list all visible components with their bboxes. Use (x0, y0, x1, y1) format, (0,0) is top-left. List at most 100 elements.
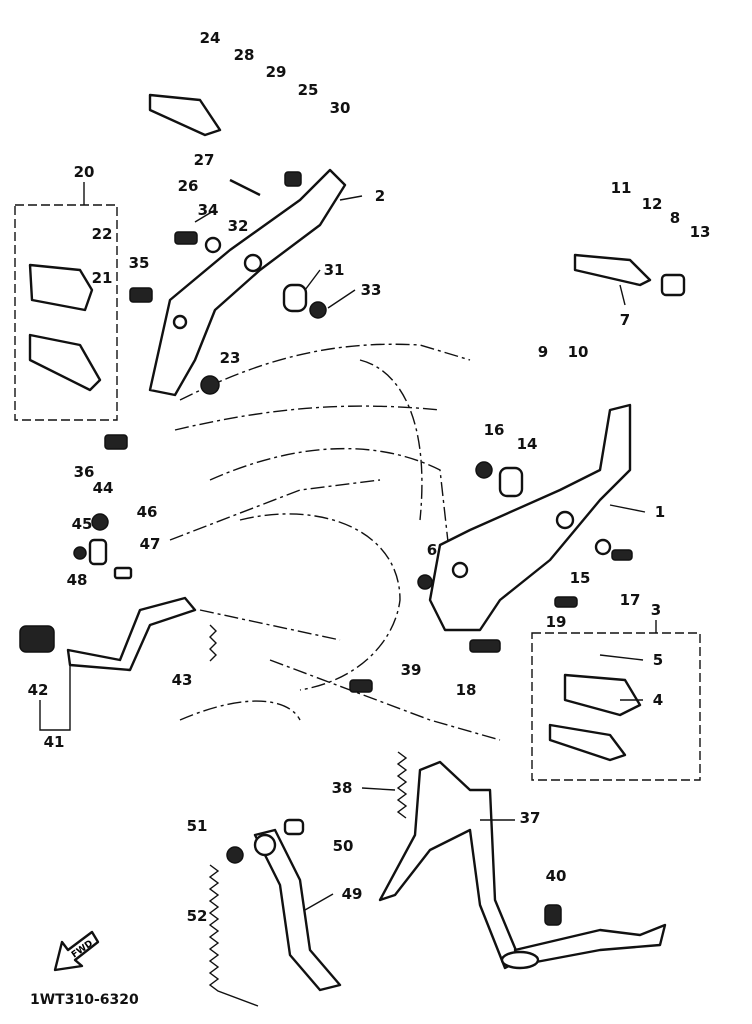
damper-31 (282, 283, 308, 313)
callout-19: 19 (546, 613, 567, 631)
callout-44: 44 (93, 479, 114, 497)
mainstand-37 (378, 760, 522, 970)
bolt-36 (104, 434, 128, 450)
callout-45: 45 (72, 515, 93, 533)
callout-31: 31 (324, 261, 345, 279)
callout-2: 2 (375, 187, 385, 205)
callout-30: 30 (330, 99, 351, 117)
rubber-40 (544, 904, 562, 926)
callout-16: 16 (484, 421, 505, 439)
frame-outline (169, 343, 501, 741)
mainstand-foot (500, 950, 540, 970)
washer-32 (204, 236, 222, 254)
callout-12: 12 (642, 195, 663, 213)
footrest-4 (563, 673, 642, 717)
sidestand-pivot (253, 833, 277, 857)
damper-14 (498, 466, 524, 498)
bolt-50 (283, 818, 305, 836)
nut-16 (475, 461, 493, 479)
callout-26: 26 (178, 177, 199, 195)
diagram-code: 1WT310-6320 (30, 992, 139, 1008)
washer-15 (594, 538, 612, 556)
callout-10: 10 (568, 343, 589, 361)
callout-48: 48 (67, 571, 88, 589)
callout-40: 40 (546, 867, 567, 885)
callout-4: 4 (653, 691, 663, 709)
callout-28: 28 (234, 46, 255, 64)
callout-35: 35 (129, 254, 150, 272)
callout-41: 41 (44, 733, 65, 751)
rubber-42 (19, 625, 55, 653)
callout-1: 1 (655, 503, 665, 521)
nut-33 (309, 301, 327, 319)
bolt-39 (349, 679, 373, 693)
nut-51 (226, 846, 244, 864)
callout-20: 20 (74, 163, 95, 181)
callout-15: 15 (570, 569, 591, 587)
washer-48 (73, 546, 87, 560)
footrest-24 (148, 93, 222, 137)
callout-17: 17 (620, 591, 641, 609)
collar-30 (284, 171, 302, 187)
callout-3: 3 (651, 601, 661, 619)
spring-43 (209, 624, 217, 662)
callout-14: 14 (517, 435, 538, 453)
nut-23 (200, 375, 220, 395)
collar-13 (660, 273, 686, 297)
callout-6: 6 (427, 541, 437, 559)
leader-lines (39, 182, 657, 911)
callout-52: 52 (187, 907, 208, 925)
group-box-20 (14, 204, 118, 421)
callout-46: 46 (137, 503, 158, 521)
sidestand-49 (253, 828, 342, 992)
callout-18: 18 (456, 681, 477, 699)
callout-42: 42 (28, 681, 49, 699)
callout-13: 13 (690, 223, 711, 241)
callout-22: 22 (92, 225, 113, 243)
joint-45 (88, 538, 108, 566)
callout-5: 5 (653, 651, 663, 669)
callout-37: 37 (520, 809, 541, 827)
callout-29: 29 (266, 63, 287, 81)
callout-8: 8 (670, 209, 680, 227)
left-footrest-bracket (148, 168, 347, 397)
bolt-19 (554, 596, 578, 608)
callout-38: 38 (332, 779, 353, 797)
spring-38 (396, 751, 408, 819)
forward-arrow-icon: FWD (53, 930, 100, 972)
callout-50: 50 (333, 837, 354, 855)
callout-43: 43 (172, 671, 193, 689)
callout-25: 25 (298, 81, 319, 99)
bolt-47 (113, 566, 133, 580)
callout-24: 24 (200, 29, 221, 47)
spring-52 (208, 864, 259, 1007)
callout-7: 7 (620, 311, 630, 329)
callout-9: 9 (538, 343, 548, 361)
callout-49: 49 (342, 885, 363, 903)
callout-51: 51 (187, 817, 208, 835)
pin-26 (229, 178, 261, 197)
footrest-right-lower (548, 723, 627, 762)
callout-21: 21 (92, 269, 113, 287)
footrest-21 (28, 263, 94, 312)
callout-labels: 24 28 29 25 30 27 26 2 20 22 21 34 32 35… (28, 29, 711, 925)
bolt-17 (611, 549, 633, 561)
footrest-left-lower (28, 333, 102, 392)
nut-6 (417, 574, 433, 590)
bolt-34 (174, 231, 198, 245)
callout-39: 39 (401, 661, 422, 679)
callout-33: 33 (361, 281, 382, 299)
callout-23: 23 (220, 349, 241, 367)
bolt-35 (129, 287, 153, 303)
bolt-18 (469, 639, 501, 653)
callout-11: 11 (611, 179, 632, 197)
callout-36: 36 (74, 463, 95, 481)
callout-47: 47 (140, 535, 161, 553)
callout-27: 27 (194, 151, 215, 169)
shift-pedal-41 (66, 596, 197, 672)
callout-34: 34 (198, 201, 219, 219)
group-box-3 (531, 632, 701, 781)
callout-32: 32 (228, 217, 249, 235)
